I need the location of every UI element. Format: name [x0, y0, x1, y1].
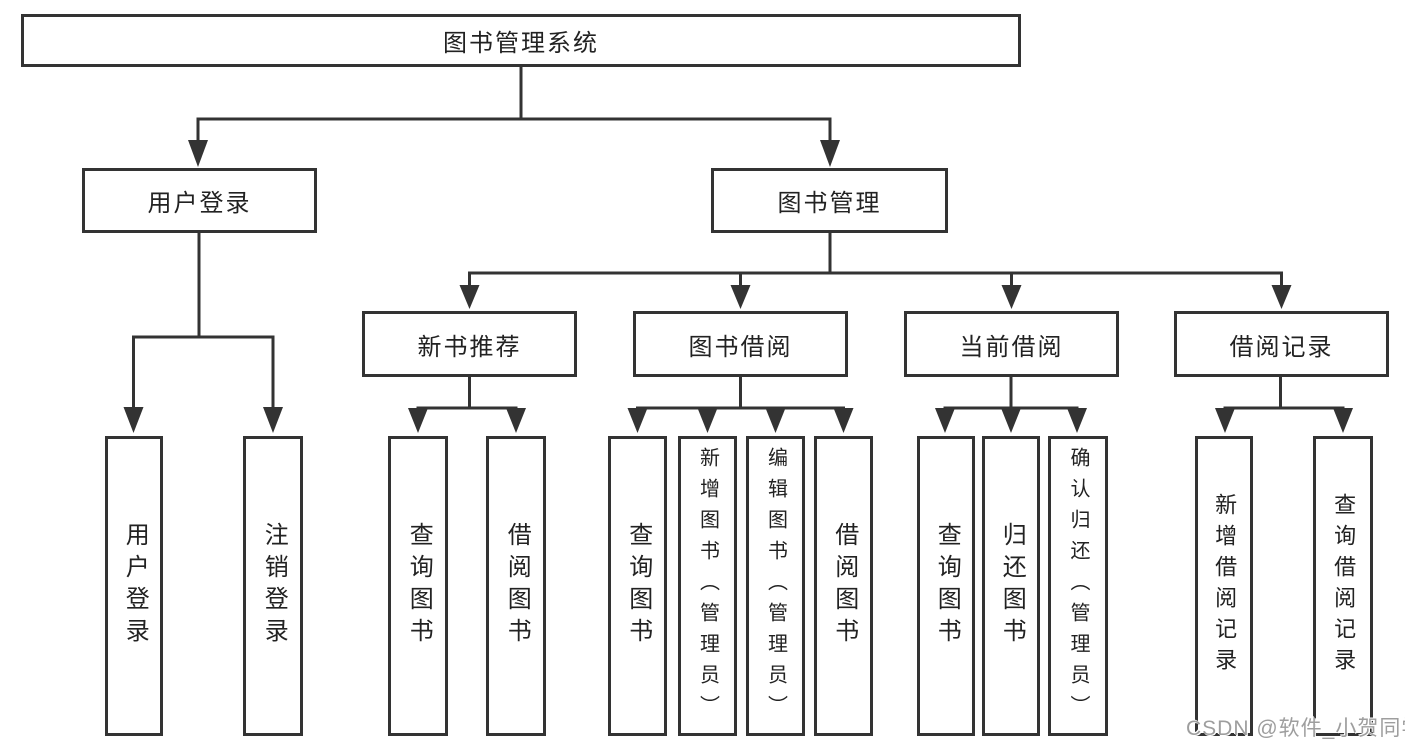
- leaf-borrow-books-2: 借阅图书: [814, 436, 873, 736]
- node-borrowing-records: 借阅记录: [1174, 311, 1389, 377]
- node-label: 编辑图书（管理员）: [764, 446, 787, 726]
- node-label: 图书借阅: [688, 333, 793, 361]
- node-book-management: 图书管理: [711, 168, 948, 233]
- node-label: 归还图书: [998, 522, 1026, 650]
- leaf-query-borrow-record: 查询借阅记录: [1313, 436, 1373, 736]
- leaf-query-books-2: 查询图书: [608, 436, 667, 736]
- node-label: 查询图书: [933, 522, 961, 650]
- node-label: 图书管理: [777, 190, 882, 217]
- leaf-return-books: 归还图书: [982, 436, 1040, 736]
- node-label: 注销登录: [260, 522, 288, 650]
- node-label: 当前借阅: [959, 333, 1064, 361]
- node-label: 借阅记录: [1229, 333, 1334, 361]
- node-label: 新增借阅记录: [1212, 493, 1238, 679]
- node-label: 查询图书: [405, 522, 433, 650]
- leaf-add-borrow-record: 新增借阅记录: [1195, 436, 1253, 736]
- leaf-query-books-3: 查询图书: [917, 436, 975, 736]
- node-user-login: 用户登录: [82, 168, 317, 233]
- node-label: 查询借阅记录: [1331, 493, 1357, 679]
- leaf-logout: 注销登录: [243, 436, 303, 736]
- node-label: 借阅图书: [830, 522, 858, 650]
- node-label: 新增图书（管理员）: [696, 446, 719, 726]
- leaf-edit-books-admin: 编辑图书（管理员）: [746, 436, 805, 736]
- node-new-book-recommendation: 新书推荐: [362, 311, 577, 377]
- node-library-management-system: 图书管理系统: [21, 14, 1021, 67]
- node-book-borrowing: 图书借阅: [633, 311, 848, 377]
- node-label: 查询图书: [624, 522, 652, 650]
- leaf-confirm-return-admin: 确认归还（管理员）: [1048, 436, 1108, 736]
- node-label: 确认归还（管理员）: [1067, 446, 1089, 726]
- node-label: 新书推荐: [417, 333, 522, 361]
- node-label: 借阅图书: [503, 522, 531, 650]
- leaf-borrow-books-1: 借阅图书: [486, 436, 546, 736]
- node-current-borrowing: 当前借阅: [904, 311, 1119, 377]
- node-label: 用户登录: [147, 190, 252, 217]
- csdn-watermark: CSDN @软件_小贺同学: [1186, 717, 1405, 740]
- node-label: 用户登录: [121, 522, 149, 650]
- leaf-add-books-admin: 新增图书（管理员）: [678, 436, 737, 736]
- node-label: 图书管理系统: [443, 30, 599, 57]
- leaf-query-books-1: 查询图书: [388, 436, 448, 736]
- leaf-user-login: 用户登录: [105, 436, 163, 736]
